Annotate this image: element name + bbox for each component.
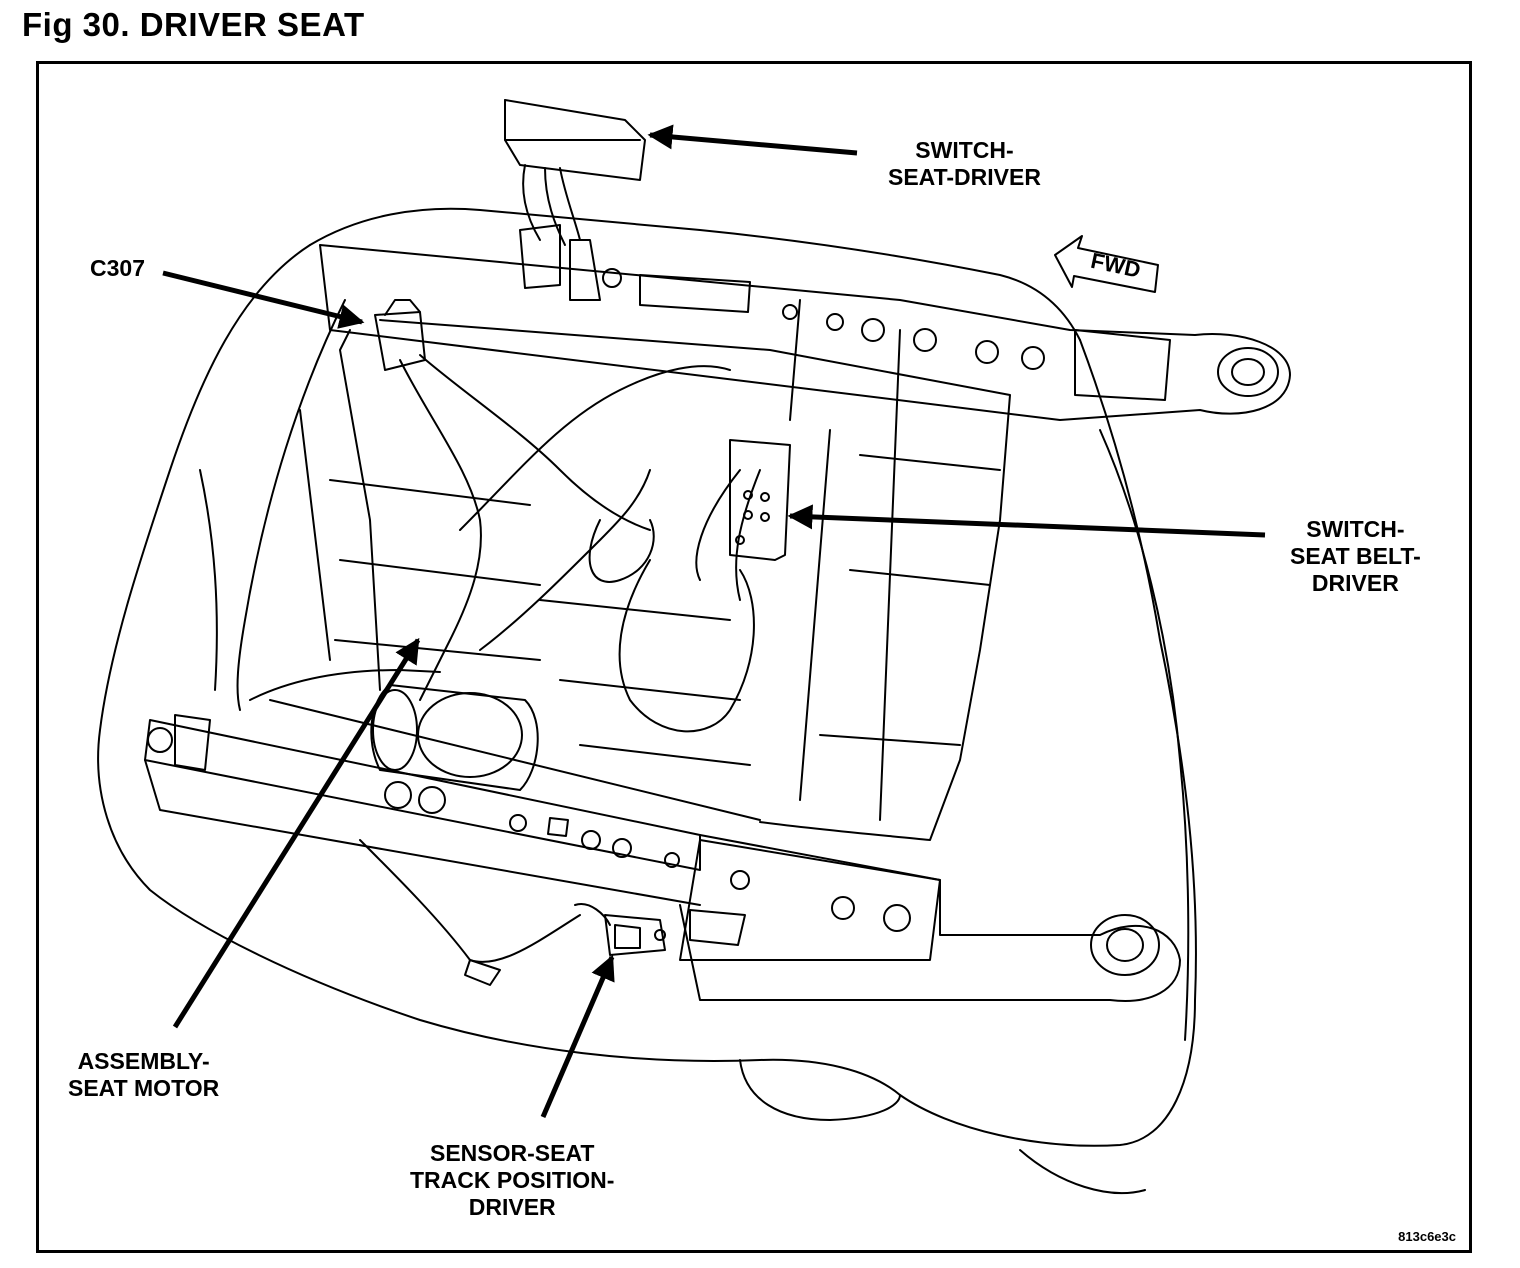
leader-arrows [162, 124, 1266, 1118]
seat-belt-switch [729, 439, 791, 561]
label-assembly-seat-motor: ASSEMBLY-SEAT MOTOR [68, 1048, 220, 1101]
label-switch-seat-driver: SWITCH-SEAT-DRIVER [888, 137, 1041, 190]
c307-connector [374, 311, 426, 371]
arrow-seat-motor [172, 637, 421, 1029]
arrow-track-sensor [540, 954, 615, 1118]
arrow-seat-belt-switch [787, 504, 1266, 538]
front-cross-bar [319, 244, 1291, 421]
figure-title: Fig 30. DRIVER SEAT [22, 6, 365, 43]
label-c307: C307 [90, 255, 145, 281]
wiring-harness [399, 359, 482, 701]
seat-pan-outline [236, 299, 346, 711]
figure-frame [36, 61, 1472, 1253]
fwd-arrow-outline [1054, 235, 1159, 293]
drawing-code: 813c6e3c [1398, 1229, 1456, 1244]
arrow-c307 [162, 270, 365, 329]
rear-track-bar [144, 719, 701, 871]
arrow-switch-seat-driver [647, 124, 858, 156]
seat-track-sensor [604, 914, 666, 956]
seat-cushion-outline [97, 244, 1197, 1147]
fwd-label: FWD [1089, 248, 1143, 283]
label-switch-seat-belt-driver: SWITCH-SEAT BELT-DRIVER [1290, 516, 1421, 596]
